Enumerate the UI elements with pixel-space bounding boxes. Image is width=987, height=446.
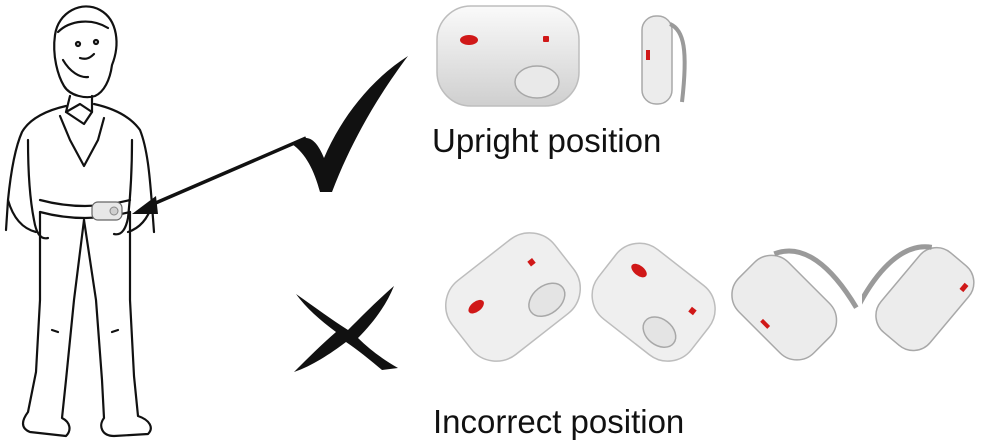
cross-mark-icon: [290, 282, 400, 372]
arrow-to-device: [120, 0, 320, 260]
device-upright-side: [636, 10, 696, 110]
device-upright-front: [433, 2, 583, 110]
device-tilted-3: [722, 232, 862, 362]
upright-position-label: Upright position: [432, 124, 661, 157]
incorrect-position-label: Incorrect position: [433, 405, 684, 438]
device-tilted-4: [862, 232, 987, 362]
device-tilted-1: [438, 232, 588, 362]
device-tilted-2: [588, 238, 718, 368]
check-mark-icon: [292, 52, 412, 197]
